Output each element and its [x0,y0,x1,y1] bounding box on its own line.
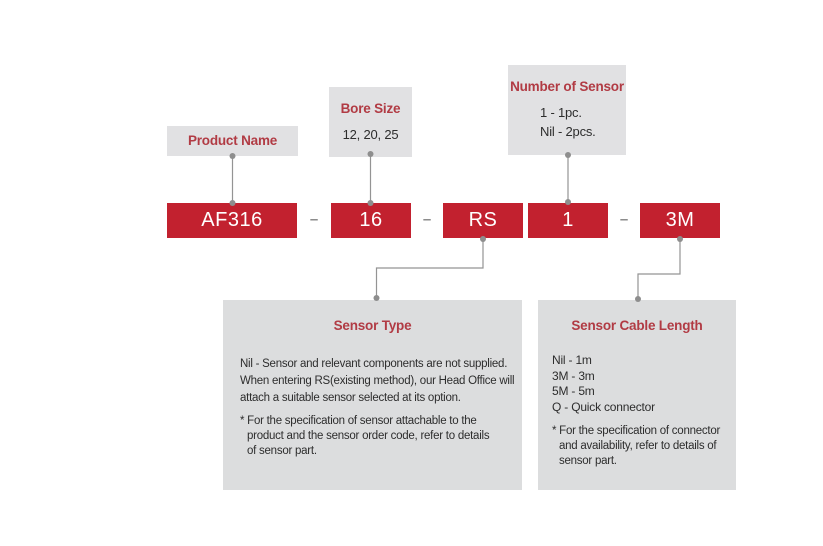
code-box-cable-length: 3M [640,203,720,238]
panel-sensor-cable-length-note: * For the specification of connector and… [552,424,736,469]
code-box-bore-size: 16 [331,203,411,238]
callout-number-of-sensor: Number of Sensor 1 - 1pc. Nil - 2pcs. [508,65,626,155]
callout-number-of-sensor-title: Number of Sensor [510,79,624,94]
callout-product-name-title: Product Name [187,133,278,148]
option-line: Q - Quick connector [552,399,655,414]
body-line: attach a suitable sensor selected at its… [240,392,461,404]
panel-sensor-type: Sensor Type Nil - Sensor and relevant co… [223,300,522,490]
callout-bore-size: Bore Size 12, 20, 25 [329,87,412,157]
note-line: and availability, refer to details of [559,440,717,452]
callout-product-name: Product Name [167,126,298,156]
option-line: 3M - 3m [552,368,595,383]
connector-cable-length [637,238,681,300]
body-line: Nil - Sensor and relevant components are… [240,358,508,370]
panel-sensor-cable-length-title: Sensor Cable Length [571,318,703,333]
panel-sensor-cable-length: Sensor Cable Length Nil - 1m 3M - 3m 5M … [538,300,736,490]
code-separator: – [309,211,319,228]
option-line: 5M - 5m [552,384,595,398]
callout-bore-size-values: 12, 20, 25 [342,127,399,142]
panel-sensor-type-body: Nil - Sensor and relevant components are… [240,356,522,407]
callout-number-of-sensor-options: 1 - 1pc. Nil - 2pcs. [508,103,626,141]
note-line: sensor part. [559,455,617,467]
code-separator: – [619,211,629,228]
note-line: of sensor part. [247,445,317,457]
code-separator: – [422,211,432,228]
connector-sensor-type [375,238,484,299]
panel-sensor-type-note: * For the specification of sensor attach… [240,414,522,459]
option-line: Nil - 1m [552,353,592,367]
code-box-sensor-type: RS [443,203,523,238]
note-line: product and the sensor order code, refer… [247,430,490,442]
panel-sensor-type-title: Sensor Type [333,318,412,333]
code-box-product-name: AF316 [167,203,297,238]
panel-sensor-cable-length-options: Nil - 1m 3M - 3m 5M - 5m Q - Quick conne… [552,353,736,415]
code-box-number-of-sensor: 1 [528,203,608,238]
note-line: * For the specification of connector [552,425,721,437]
note-line: * For the specification of sensor attach… [240,415,477,427]
option-line: 1 - 1pc. [540,105,582,120]
callout-bore-size-title: Bore Size [340,101,401,116]
option-line: Nil - 2pcs. [540,124,596,139]
body-line: When entering RS(existing method), our H… [240,375,515,387]
